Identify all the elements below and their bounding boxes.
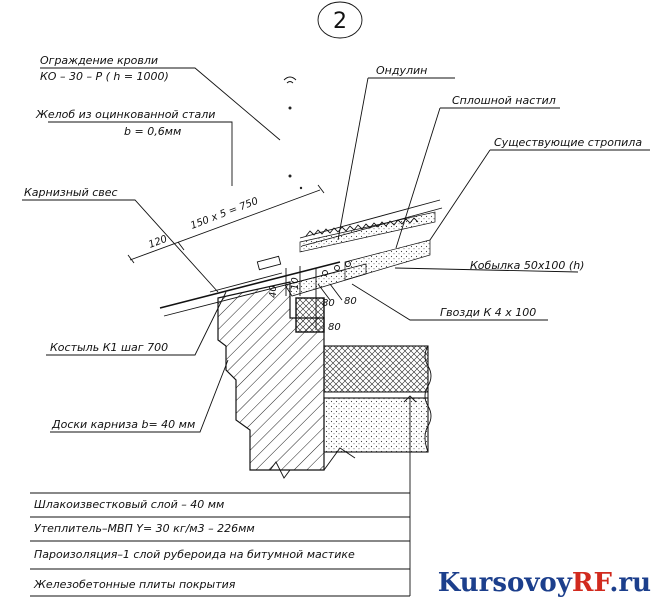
label-existing-rafters: Существующие стропила bbox=[494, 136, 642, 149]
label-ondulin: Ондулин bbox=[376, 64, 427, 77]
layer-legend: Шлакоизвестковый слой – 40 мм Утеплитель… bbox=[30, 395, 417, 597]
label-gutter-line1: Желоб из оцинкованной стали bbox=[35, 108, 215, 121]
label-solid-deck: Сплошной настил bbox=[452, 94, 556, 107]
dim-slope: 150 х 5 = 750 bbox=[189, 196, 260, 232]
label-filly: Кобылка 50х100 (h) bbox=[470, 259, 584, 272]
label-gutter-line2: b = 0,6мм bbox=[124, 125, 181, 138]
dim-40: 40 bbox=[268, 285, 279, 298]
slab-layers bbox=[323, 345, 432, 453]
label-roof-guard-line2: КО – 30 – Р ( h = 1000) bbox=[40, 70, 169, 83]
dim-10: 10 bbox=[290, 277, 301, 290]
layer-concrete-slabs: Железобетонные плиты покрытия bbox=[33, 578, 236, 591]
layer-slag-lime: Шлакоизвестковый слой – 40 мм bbox=[34, 498, 224, 511]
dim-80b: 80 bbox=[344, 296, 357, 307]
leader-lines bbox=[22, 67, 650, 433]
label-crutch: Костыль К1 шаг 700 bbox=[50, 341, 168, 354]
detail-number-marker: 2 bbox=[317, 1, 363, 39]
dim-overhang: 120 bbox=[147, 234, 169, 251]
watermark-part2: RF bbox=[571, 568, 610, 598]
watermark-part1: Kursovoy bbox=[437, 568, 572, 598]
label-nails: Гвозди К 4 х 100 bbox=[440, 306, 536, 319]
layer-vapor-barrier: Пароизоляция–1 слой рубероида на битумно… bbox=[34, 548, 355, 561]
label-roof-guard-line1: Ограждение кровли bbox=[40, 54, 158, 67]
detail-number: 2 bbox=[333, 9, 347, 34]
dim-80a: 80 bbox=[322, 298, 335, 309]
watermark-logo: KursovoyRF.ru bbox=[438, 568, 651, 598]
stray-dots bbox=[283, 76, 303, 190]
label-eave-boards: Доски карниза b= 40 мм bbox=[51, 418, 195, 431]
watermark-part3: .ru bbox=[609, 568, 651, 598]
label-eaves-overhang: Карнизный свес bbox=[24, 186, 118, 199]
dim-80c: 80 bbox=[328, 322, 341, 333]
layer-insulation: Утеплитель–МВП Y= 30 кг/м3 – 226мм bbox=[34, 522, 255, 535]
